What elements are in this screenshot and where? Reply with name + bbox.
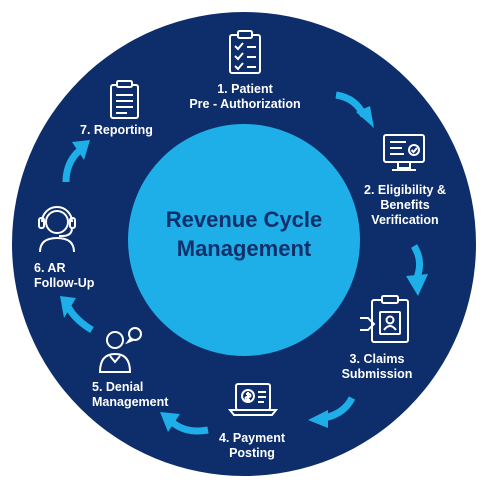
step-1-label: 1. Patient Pre - Authorization	[186, 82, 304, 112]
step-4-label: 4. Payment Posting	[210, 431, 294, 461]
step-1-label-line-2: Pre - Authorization	[189, 97, 301, 111]
step-5-label-line-2: Management	[92, 395, 169, 409]
arrow-4-to-5	[169, 419, 209, 435]
center-circle	[128, 124, 360, 356]
payment-laptop-icon	[227, 383, 279, 416]
support-person-icon	[98, 327, 142, 373]
step-6-label-line-2: Follow-Up	[34, 276, 95, 290]
arrow-6-to-7	[62, 147, 83, 183]
step-2-label-line-3: Verification	[371, 213, 439, 227]
step-4-label-line-2: Posting	[229, 446, 275, 460]
step-5-label-line-1: 5. Denial	[92, 380, 144, 394]
step-3-label-line-2: Submission	[341, 367, 413, 381]
step-2-label-line-1: 2. Eligibility &	[364, 183, 446, 197]
arrowhead-2	[406, 274, 428, 296]
step-5-label: 5. Denial Management	[92, 380, 192, 410]
step-1-label-line-1: 1. Patient	[217, 82, 273, 96]
monitor-check-icon	[383, 134, 425, 171]
step-7-label-line-1: 7. Reporting	[80, 123, 153, 137]
headset-agent-icon	[38, 206, 76, 253]
step-2-label: 2. Eligibility & Benefits Verification	[355, 183, 455, 228]
step-2-label-line-2: Benefits	[380, 198, 430, 212]
step-6-label-line-1: 6. AR	[34, 261, 66, 275]
step-3-label-line-1: 3. Claims	[349, 352, 405, 366]
report-document-icon	[110, 80, 139, 119]
arrowhead-5	[60, 296, 76, 318]
step-6-label: 6. AR Follow-Up	[34, 261, 114, 291]
clipboard-checklist-icon	[229, 30, 261, 74]
cycle-arrowheads	[60, 106, 428, 432]
center-title-line-2: Management	[176, 236, 312, 261]
arrowhead-6	[72, 140, 90, 160]
arrowhead-1	[356, 106, 374, 128]
step-4-label-line-1: 4. Payment	[218, 431, 285, 445]
center-title-line-1: Revenue Cycle	[165, 207, 323, 232]
arrowhead-4	[160, 412, 180, 432]
center-title: Revenue Cycle Management	[130, 205, 358, 263]
arrowhead-3	[308, 410, 328, 428]
id-card-clipboard-icon	[360, 295, 409, 343]
step-7-label: 7. Reporting	[80, 123, 180, 138]
step-3-label: 3. Claims Submission	[332, 352, 422, 382]
